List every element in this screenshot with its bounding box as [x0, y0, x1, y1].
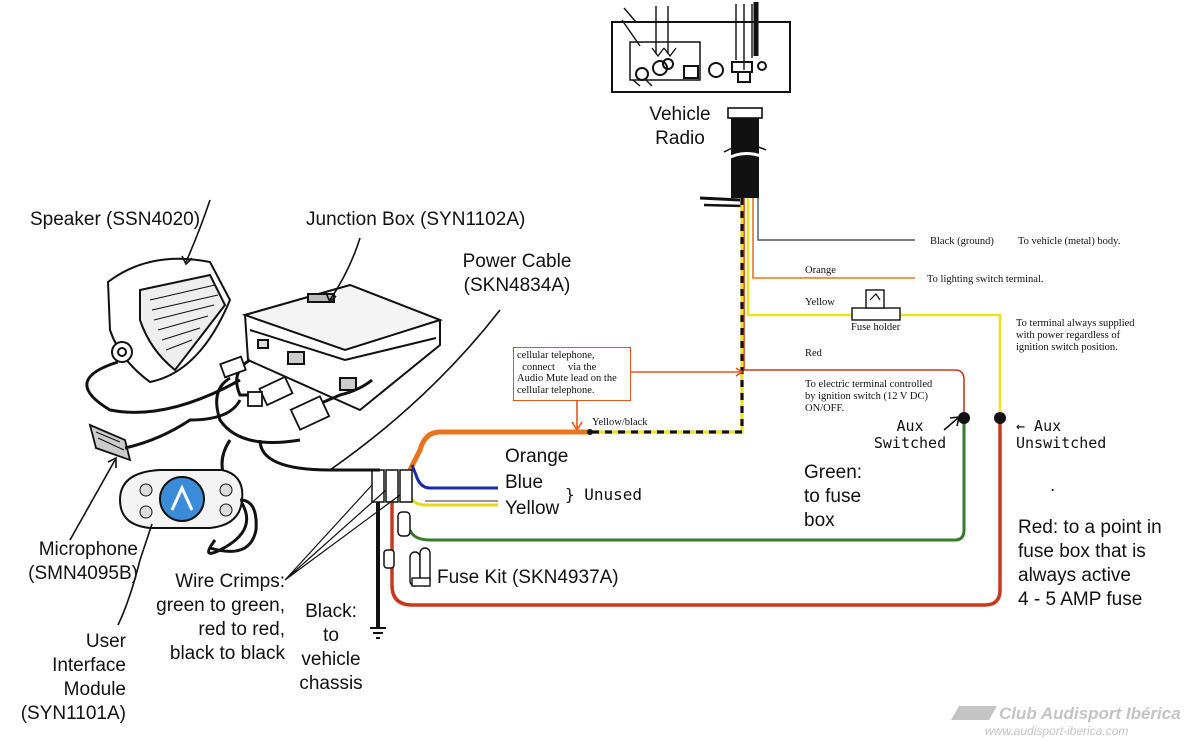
wire-crimps-line-2: green to green,: [156, 595, 285, 616]
yellow-dest-line-1: To terminal always supplied: [1016, 318, 1135, 329]
user-interface-label: User Interface Module (SYN1101A): [10, 630, 126, 726]
red-radio-dest: To electric terminal controlled by ignit…: [805, 379, 932, 415]
radio-harness: [699, 107, 767, 208]
aux-unswitched-line-2: Unswitched: [1016, 434, 1107, 452]
power-cable-line-2: (SKN4834A): [463, 275, 571, 296]
junction-box-label: Junction Box (SYN1102A): [306, 209, 526, 230]
user-interface-line-4: (SYN1101A): [20, 703, 126, 724]
note-line-3: Audio Mute lead on the: [517, 373, 617, 384]
power-cable-line-1: Power Cable: [462, 251, 572, 272]
aux-unswitched-label: ← Aux Unswitched: [1016, 418, 1106, 452]
red-radio-wire: [743, 198, 965, 418]
speaker-label: Speaker (SSN4020): [30, 209, 201, 230]
red-fuse-line-2: fuse box that is: [1018, 541, 1146, 562]
microphone-device: [88, 399, 242, 462]
note-line-4: cellular telephone.: [517, 384, 595, 396]
yellow-dest-line-2: with power regardless of: [1016, 330, 1121, 341]
red-fuse-line-1: Red: to a point in: [1018, 517, 1162, 538]
speaker-device: [106, 257, 232, 384]
aux-unswitched-line-1: ← Aux: [1016, 417, 1062, 435]
yellow-label: Yellow: [505, 498, 560, 519]
aux-switched-dot: [958, 412, 970, 424]
orange-radio-wire: [752, 198, 915, 279]
dot-mark: .: [1050, 475, 1056, 496]
fuse-holder: [851, 289, 901, 321]
aux-switched-label: Aux Switched: [872, 418, 948, 452]
microphone-label: Microphone (SMN4095B): [10, 538, 138, 586]
fuse-kit: [409, 547, 431, 587]
note-line-2: connect via the: [517, 361, 597, 373]
wire-crimps-line-1: Wire Crimps:: [175, 571, 285, 592]
watermark-brand: Club Audisport Ibérica: [950, 704, 1181, 724]
red-radio-label: Red: [805, 348, 822, 359]
unused-label: } Unused: [565, 485, 643, 504]
orange-label: Orange: [505, 446, 569, 467]
red-dest-line-2: by ignition switch (12 V DC): [805, 391, 928, 402]
vehicle-radio-label: Vehicle Radio: [640, 103, 720, 151]
yellow-radio-label: Yellow: [805, 297, 835, 308]
yellow-radio-dest: To terminal always supplied with power r…: [1016, 318, 1135, 354]
user-interface-line-2: Interface: [52, 655, 126, 676]
orange-radio-label: Orange: [805, 265, 836, 276]
junction-box-device: [241, 283, 444, 412]
blue-label: Blue: [505, 472, 544, 493]
black-ground-label: Black (ground): [930, 236, 994, 247]
wire-crimps-label: Wire Crimps: green to green, red to red,…: [140, 570, 285, 666]
aux-switched-line-1: Aux: [896, 417, 924, 435]
note-line-1: cellular telephone,: [517, 350, 595, 361]
red-fuse-line-3: always active: [1018, 565, 1131, 586]
green-fuse-line-3: box: [804, 510, 835, 531]
power-cable-connectors: [219, 355, 331, 431]
orange-main-wire: [407, 429, 590, 472]
watermark-brand-text: Club Audisport Ibérica: [999, 704, 1181, 723]
green-fuse-line-2: to fuse: [804, 486, 862, 507]
watermark-url: www.audisport-iberica.com: [985, 724, 1129, 738]
power-cable-label: Power Cable (SKN4834A): [452, 250, 582, 298]
red-fuse-label: Red: to a point in fuse box that is alwa…: [1018, 516, 1162, 612]
vehicle-radio: [611, 2, 791, 93]
black-chassis-label: Black: to vehicle chassis: [293, 600, 369, 696]
black-chassis-line-4: chassis: [299, 673, 363, 694]
yellow-black-label: Yellow/black: [592, 417, 648, 428]
orange-radio-dest: To lighting switch terminal.: [927, 274, 1044, 285]
wire-crimps: [371, 469, 413, 569]
black-chassis-line-3: vehicle: [301, 649, 361, 670]
red-dest-line-1: To electric terminal controlled: [805, 379, 933, 390]
vehicle-radio-line-2: Radio: [655, 128, 705, 149]
black-ground-wire: [757, 198, 915, 241]
user-interface-line-3: Module: [63, 679, 126, 700]
fuse-holder-label: Fuse holder: [851, 322, 901, 333]
red-wire: [390, 420, 1002, 607]
yellow-dest-line-3: ignition switch position.: [1016, 342, 1118, 353]
wire-crimps-line-4: black to black: [169, 643, 285, 664]
wire-crimps-line-3: red to red,: [198, 619, 285, 640]
green-fuse-label: Green: to fuse box: [804, 461, 862, 533]
blue-wire: [410, 464, 498, 490]
microphone-line-2: (SMN4095B): [28, 563, 138, 584]
fuse-kit-label: Fuse Kit (SKN4937A): [437, 567, 619, 588]
microphone-line-1: Microphone: [38, 539, 138, 560]
black-chassis-line-1: Black:: [305, 601, 357, 622]
black-chassis-line-2: to: [323, 625, 339, 646]
red-dest-line-3: ON/OFF.: [805, 403, 845, 414]
green-wire: [408, 418, 966, 542]
user-interface-module: [118, 469, 258, 553]
vehicle-radio-line-1: Vehicle: [649, 104, 711, 125]
black-ground-dest: To vehicle (metal) body.: [1018, 236, 1121, 247]
red-fuse-line-4: 4 - 5 AMP fuse: [1018, 589, 1143, 610]
aux-switched-line-2: Switched: [873, 434, 947, 452]
watermark-logo-icon: [950, 706, 998, 720]
green-fuse-line-1: Green:: [804, 462, 863, 483]
audio-mute-note: cellular telephone, connect via the Audi…: [513, 347, 631, 401]
aux-unswitched-dot: [994, 412, 1006, 424]
user-interface-line-1: User: [85, 631, 126, 652]
